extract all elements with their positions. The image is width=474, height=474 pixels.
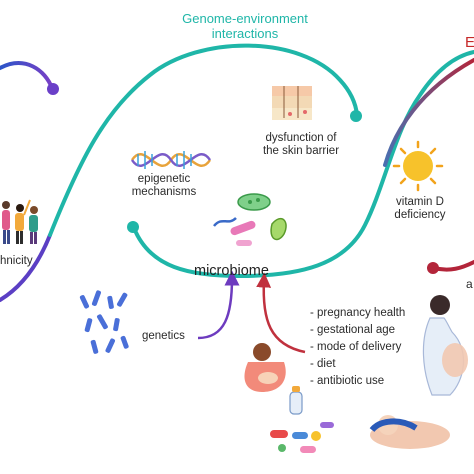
title-text: Genome-environment interactions bbox=[182, 11, 308, 41]
label-vitamin-d: vitamin D deficiency bbox=[394, 196, 446, 222]
factor-item: - pregnancy health bbox=[310, 307, 406, 319]
diagram-title: Genome-environment interactions bbox=[150, 11, 340, 42]
pills-icon bbox=[270, 422, 334, 453]
bacteria-icon bbox=[213, 193, 287, 246]
left-lower-curve bbox=[0, 233, 52, 302]
right-lower-end-dot bbox=[427, 262, 439, 274]
right-title-fragment: E bbox=[465, 34, 474, 51]
newborn-icon bbox=[369, 415, 450, 449]
label-skin-barrier: dysfunction of the skin barrier bbox=[262, 132, 340, 158]
factor-item: - gestational age bbox=[310, 324, 396, 336]
breastfeeding-mother-icon bbox=[244, 343, 286, 392]
environmental-factor-list: - pregnancy health - gestational age - m… bbox=[310, 305, 405, 390]
dna-helix-icon bbox=[130, 151, 212, 169]
label-ethnicity: hnicity bbox=[0, 255, 33, 267]
label-epigenetic: epigenetic mechanisms bbox=[131, 173, 197, 199]
label-right-fragment: a bbox=[466, 277, 473, 291]
environment-arrow bbox=[256, 272, 306, 354]
factor-item: - diet bbox=[310, 358, 336, 370]
sun-icon bbox=[392, 140, 444, 192]
teal-lower-start-dot bbox=[127, 221, 139, 233]
teal-lower-loop bbox=[132, 50, 474, 279]
left-loop-end-dot bbox=[47, 83, 59, 95]
right-lower-curve bbox=[432, 260, 474, 272]
label-microbiome: microbiome bbox=[194, 263, 269, 279]
factor-item: - antibiotic use bbox=[310, 375, 385, 387]
skin-layers-icon bbox=[272, 86, 312, 120]
factor-item: - mode of delivery bbox=[310, 341, 402, 353]
chromosomes-icon bbox=[79, 290, 129, 354]
baby-bottle-icon bbox=[289, 386, 303, 415]
genetics-arrow bbox=[197, 270, 240, 340]
teal-main-curve bbox=[48, 43, 359, 237]
right-gradient-curve bbox=[383, 58, 474, 167]
label-genetics: genetics bbox=[142, 330, 185, 342]
people-group-icon bbox=[2, 199, 38, 244]
left-loop-curve bbox=[0, 61, 54, 90]
teal-curve-end-dot bbox=[350, 110, 362, 122]
pregnant-woman-icon bbox=[422, 295, 468, 396]
